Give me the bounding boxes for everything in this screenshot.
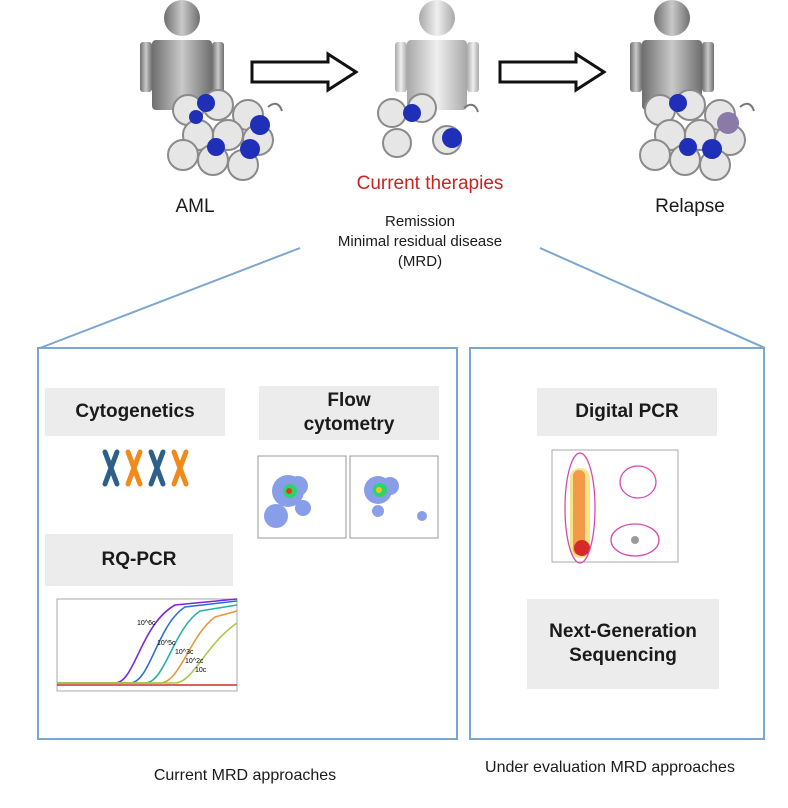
arrow-right-icon	[250, 51, 359, 93]
cell-cluster-aml	[167, 89, 283, 181]
stage-label-aml: AML	[175, 196, 215, 217]
cell-cluster-therapy	[377, 93, 479, 158]
method-digital-pcr: Digital PCR	[537, 388, 717, 436]
remission-line: Remission	[384, 213, 456, 230]
rq-pcr-amplification-plot: 10^6c 10^5c 10^3c 10^2c 10c	[56, 598, 238, 692]
mrd-abbrev-line: (MRD)	[397, 253, 443, 270]
stage-label-relapse: Relapse	[655, 196, 725, 217]
connector-lines	[39, 247, 766, 349]
current-approaches-caption: Current MRD approaches	[153, 767, 337, 784]
pcr-label: 10c	[195, 667, 207, 674]
remission-text: Remission Minimal residual disease (MRD)	[300, 212, 540, 272]
current-approaches-panel	[37, 347, 458, 740]
pcr-label: 10^6c	[137, 620, 156, 627]
method-cytogenetics: Cytogenetics	[45, 388, 225, 436]
flow-cytometry-plot-1	[257, 455, 347, 539]
patient-figure-aml	[140, 0, 224, 110]
method-flow-cytometry: Flow cytometry	[259, 386, 439, 440]
arrow-right-icon	[498, 51, 607, 93]
pcr-label: 10^2c	[185, 658, 204, 665]
pcr-label: 10^5c	[157, 640, 176, 647]
cell-cluster-relapse	[639, 89, 755, 181]
method-rq-pcr: RQ-PCR	[45, 534, 233, 586]
flow-cytometry-plot-2	[349, 455, 439, 539]
digital-pcr-plot	[551, 449, 679, 564]
stage-label-therapy: Current therapies	[356, 173, 504, 194]
pcr-label: 10^3c	[175, 649, 194, 656]
evaluation-approaches-panel	[469, 347, 765, 740]
chromosome-icon	[102, 449, 189, 487]
mrd-line: Minimal residual disease	[337, 233, 503, 250]
method-next-generation-sequencing: Next-Generation Sequencing	[527, 599, 719, 689]
patient-figure-therapy	[395, 0, 479, 110]
evaluation-approaches-caption: Under evaluation MRD approaches	[485, 759, 735, 776]
